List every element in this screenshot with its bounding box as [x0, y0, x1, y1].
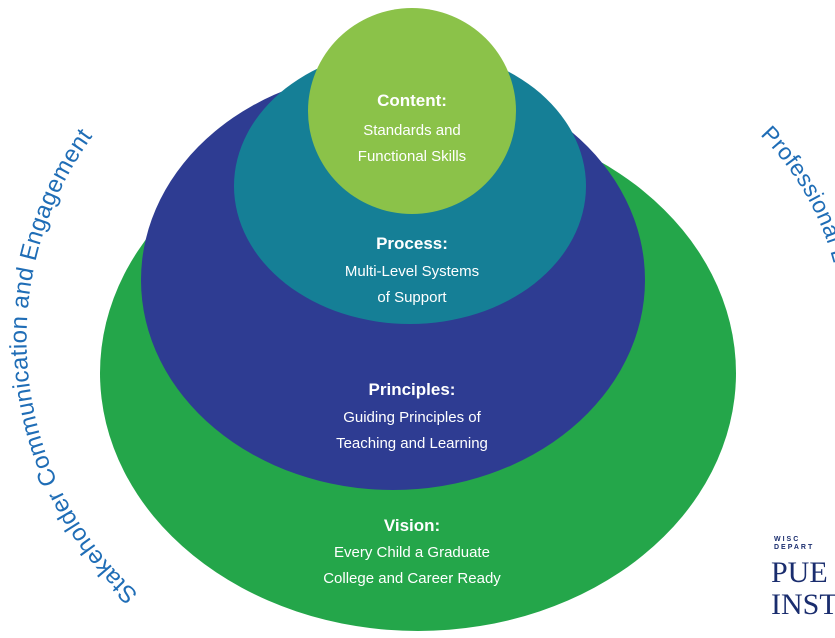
principles-line-1: Guiding Principles of	[343, 409, 481, 426]
content-line-2: Functional Skills	[358, 148, 466, 165]
logo-big-line-2: INST	[771, 588, 835, 621]
content-title: Content:	[377, 91, 447, 110]
logo-small-line-1: WISC	[774, 536, 800, 543]
content-circle	[308, 8, 516, 214]
vision-line-2: College and Career Ready	[323, 570, 501, 587]
vision-title: Vision:	[384, 516, 440, 535]
logo-small-line-2: DEPART	[774, 544, 814, 551]
vision-line-1: Every Child a Graduate	[334, 544, 490, 561]
content-line-1: Standards and	[363, 122, 461, 139]
logo-big-line-1: PUE	[771, 556, 828, 589]
process-title: Process:	[376, 234, 448, 253]
professional-learning-arc-label: Professional Learning	[756, 120, 835, 341]
principles-title: Principles:	[369, 380, 456, 399]
professional-learning-arc-textpath: Professional Learning	[756, 120, 835, 341]
process-line-2: of Support	[377, 289, 447, 306]
process-line-1: Multi-Level Systems	[345, 263, 479, 280]
dpi-logo: WISC DEPART PUE INST	[771, 536, 835, 621]
principles-line-2: Teaching and Learning	[336, 435, 488, 452]
